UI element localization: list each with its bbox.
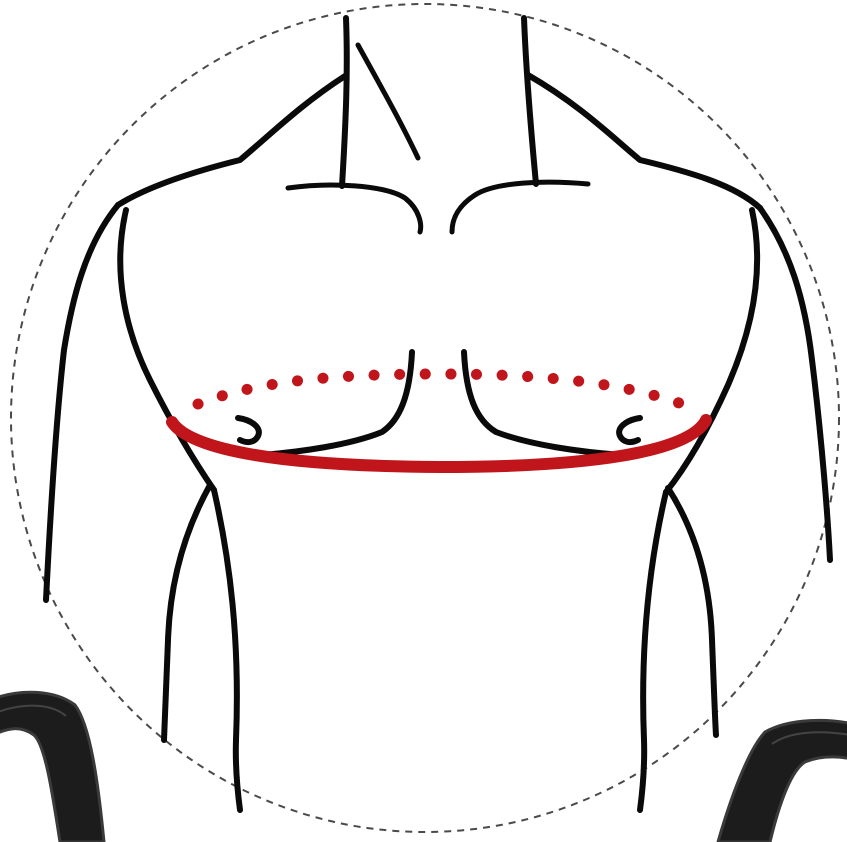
neck-left-line: [342, 18, 347, 186]
chest-side-right: [666, 210, 757, 492]
waist-right: [640, 492, 666, 810]
clavicle-right: [452, 182, 588, 232]
nipple-right: [619, 418, 640, 442]
chest-side-left: [120, 210, 214, 490]
inner-arm-right: [668, 488, 716, 735]
throat-line: [358, 45, 418, 158]
waist-left: [214, 490, 240, 810]
inner-arm-left: [164, 485, 210, 740]
nipple-left: [238, 418, 259, 442]
arm-left-outer: [46, 205, 118, 600]
arm-right-outer: [760, 208, 830, 560]
trapezius-right: [528, 75, 760, 208]
torso-outline: [46, 18, 830, 810]
shoulder-strap-left: [0, 692, 104, 842]
pectoral-right-lower: [464, 352, 622, 455]
clavicle-left: [288, 185, 421, 232]
dotted-measuring-line: [198, 374, 682, 404]
pectoral-left-lower: [262, 352, 412, 455]
shoulder-strap-right: [718, 720, 847, 842]
neck-right-line: [524, 18, 536, 184]
